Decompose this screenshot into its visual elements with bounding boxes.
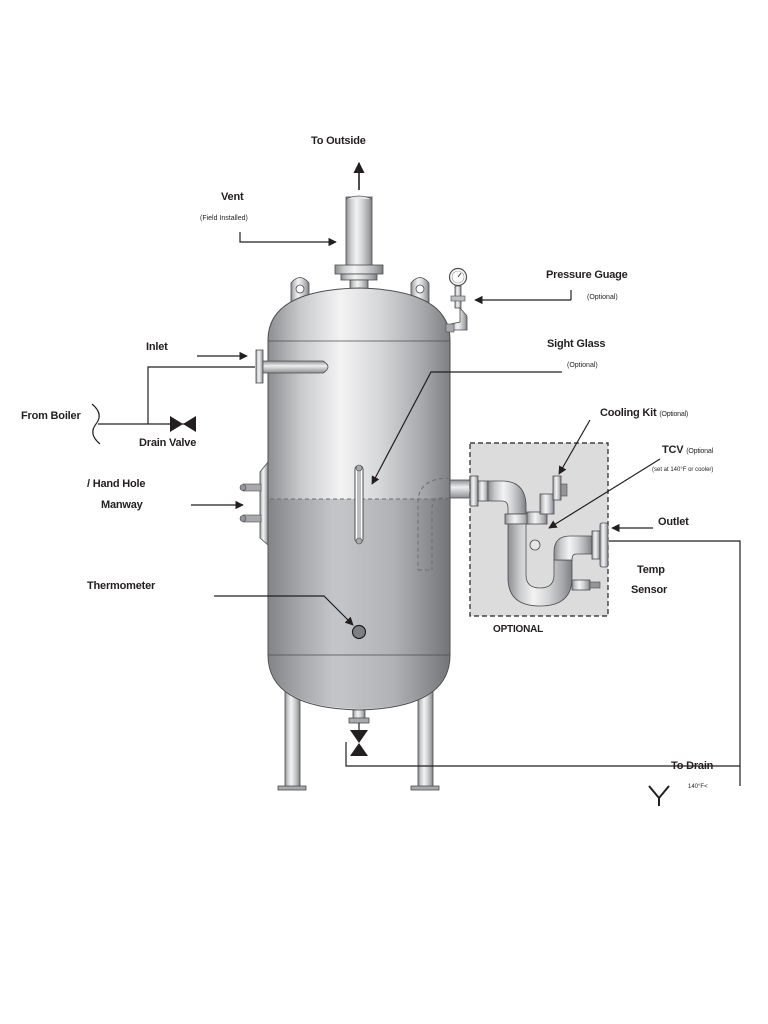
label-drain-valve: Drain Valve	[139, 437, 197, 449]
label-to-outside: To Outside	[311, 135, 366, 147]
label-sight-glass-note: (Optional)	[567, 362, 598, 369]
label-pressure-gauge-note: (Optional)	[587, 294, 618, 301]
label-cooling-kit-text: Cooling Kit	[600, 407, 657, 419]
label-sight-glass: Sight Glass	[547, 338, 606, 350]
tcv-pointer	[548, 458, 661, 529]
lifting-lug-right	[410, 277, 430, 303]
label-vent-note: (Field Installed)	[200, 215, 248, 222]
internal-outlet-tube	[417, 477, 451, 571]
label-thermometer: Thermometer	[87, 580, 156, 592]
label-vent: Vent	[221, 191, 244, 203]
bottom-drain-valve-icon	[350, 730, 368, 756]
label-tcv: TCV (Optional	[662, 444, 713, 458]
thermometer-pointer	[214, 595, 354, 626]
label-outlet: Outlet	[658, 516, 689, 528]
inlet-line	[147, 366, 255, 424]
label-optional: OPTIONAL	[493, 624, 544, 635]
label-from-boiler: From Boiler	[21, 410, 81, 422]
label-pressure-gauge: Pressure Guage	[546, 269, 628, 281]
thermometer-icon	[351, 624, 367, 640]
tank-outlet-nozzle	[449, 479, 473, 499]
label-sensor: Sensor	[631, 584, 668, 596]
label-manway: Manway	[101, 499, 143, 511]
label-tcv-note: (Optional	[686, 448, 713, 455]
manway-hand-hole	[239, 460, 269, 546]
label-drain-temp: 140°F<	[688, 784, 708, 790]
label-inlet: Inlet	[146, 341, 168, 353]
label-cooling-kit-note: (Optional)	[659, 411, 689, 418]
inlet-nozzle	[255, 349, 329, 384]
cooling-kit-piping	[469, 475, 609, 607]
tcv-valve-icon	[526, 475, 568, 551]
bottom-drain-nozzle	[348, 709, 370, 730]
outlet-line	[609, 540, 741, 786]
drain-valve-icon	[170, 416, 196, 432]
pipe-break-icon	[91, 403, 101, 445]
pressure-gauge-icon	[445, 267, 468, 333]
sight-glass-icon	[354, 464, 364, 545]
label-to-drain: To Drain	[671, 760, 714, 772]
vent-arrow	[239, 232, 337, 247]
label-temp: Temp	[637, 564, 665, 576]
floor-drain-icon	[648, 785, 670, 806]
label-cooling-kit: Cooling Kit (Optional)	[600, 407, 688, 421]
vent-pipe	[334, 195, 384, 290]
label-tcv-setpoint: (set at 140°F or cooler)	[652, 467, 714, 473]
label-hand-hole: / Hand Hole	[87, 478, 146, 490]
drain-line	[345, 742, 740, 767]
water-volume	[269, 499, 449, 709]
cooling-kit-pointer	[558, 419, 591, 475]
sight-glass-pointer	[371, 371, 562, 485]
label-tcv-text: TCV	[662, 444, 684, 456]
